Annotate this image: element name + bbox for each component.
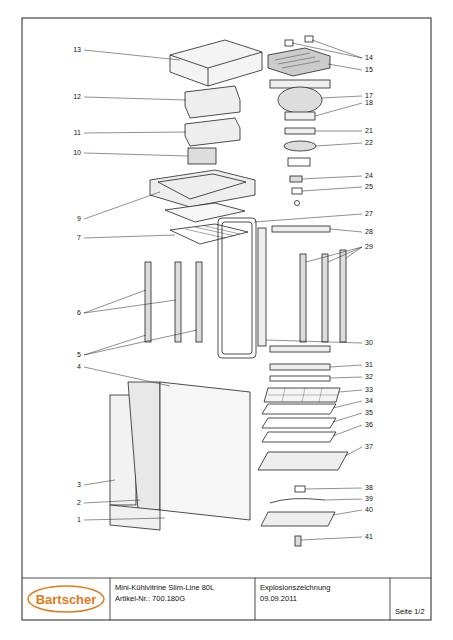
callout-number: 39 xyxy=(365,495,373,502)
callout-number: 41 xyxy=(365,533,373,540)
callout-number: 2 xyxy=(77,499,81,506)
callout-number: 10 xyxy=(73,149,81,156)
callout-number: 35 xyxy=(365,409,373,416)
callout-number: 32 xyxy=(365,373,373,380)
callout-number: 28 xyxy=(365,228,373,235)
callout-number: 37 xyxy=(365,443,373,450)
drawing-date: 09.09.2011 xyxy=(260,595,297,603)
callout-number: 15 xyxy=(365,66,373,73)
callout-number: 11 xyxy=(74,129,81,136)
callout-number: 40 xyxy=(365,506,373,513)
callout-number: 24 xyxy=(365,172,373,179)
callout-number: 27 xyxy=(365,210,373,217)
callout-number: 33 xyxy=(365,386,373,393)
callout-number: 36 xyxy=(365,421,373,428)
callout-number: 34 xyxy=(365,397,373,404)
page-number: Seite 1/2 xyxy=(395,608,425,616)
callout-number: 31 xyxy=(365,361,373,368)
product-name: Mini-Kühlvitrine Slim-Line 80L xyxy=(115,584,214,592)
callout-number: 1 xyxy=(77,516,81,523)
callout-number: 12 xyxy=(73,93,81,100)
callout-number: 38 xyxy=(365,484,373,491)
callout-number: 22 xyxy=(365,139,373,146)
callout-number: 4 xyxy=(77,363,81,370)
callout-number: 5 xyxy=(77,351,81,358)
callout-number: 13 xyxy=(73,46,81,53)
callout-number: 18 xyxy=(365,99,373,106)
callout-number: 25 xyxy=(365,183,373,190)
callout-number: 29 xyxy=(365,243,373,250)
callout-number: 6 xyxy=(77,309,81,316)
callout-number: 21 xyxy=(365,127,373,134)
callout-number: 14 xyxy=(365,54,373,61)
callout-number: 7 xyxy=(77,234,81,241)
callout-number: 30 xyxy=(365,339,373,346)
callout-number: 17 xyxy=(365,92,373,99)
callout-number: 9 xyxy=(77,215,81,222)
brand-logo: Bartscher xyxy=(36,593,97,606)
article-number: Artikel-Nr.: 700.180G xyxy=(115,595,185,603)
drawing-type: Explosionszeichnung xyxy=(260,584,330,592)
callout-number: 3 xyxy=(77,481,81,488)
